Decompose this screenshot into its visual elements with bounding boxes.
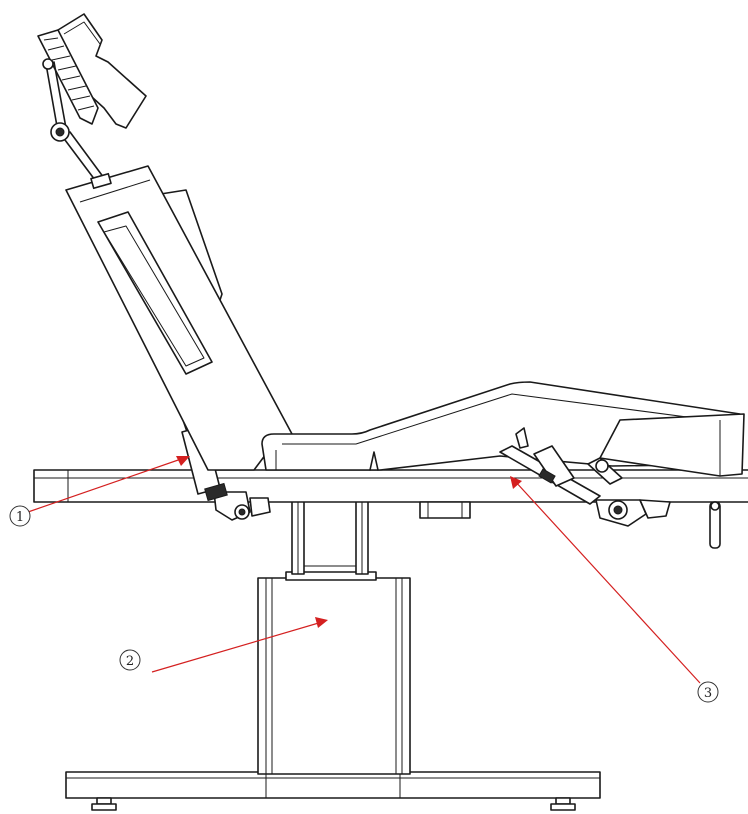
leader-arrow-2 [315,617,328,628]
lift-column [257,499,411,775]
callout-circle-2 [119,649,141,671]
callout-2: 2 [119,649,141,671]
left-hinge [213,491,271,521]
table-frame [33,469,748,549]
callout-circle-1 [9,505,31,527]
backrest [61,131,293,471]
leg-mechanism [499,445,671,527]
callout-circle-3 [697,681,719,703]
leader-arrow-1 [176,456,190,466]
leader-line-2 [151,621,323,673]
callout-label-1: 1 [16,510,24,525]
headrest [37,13,147,142]
base-frame [65,771,601,811]
leader-line-3 [513,479,701,684]
leg-rest [515,413,745,477]
callout-label-2: 2 [126,654,134,669]
callout-3: 3 [697,681,719,703]
leader-line-1 [27,457,185,513]
seat-stops [369,451,379,471]
leader-lines [27,456,701,684]
callout-label-3: 3 [704,686,712,701]
callout-1: 1 [9,505,31,527]
leader-arrow-3 [510,476,522,489]
